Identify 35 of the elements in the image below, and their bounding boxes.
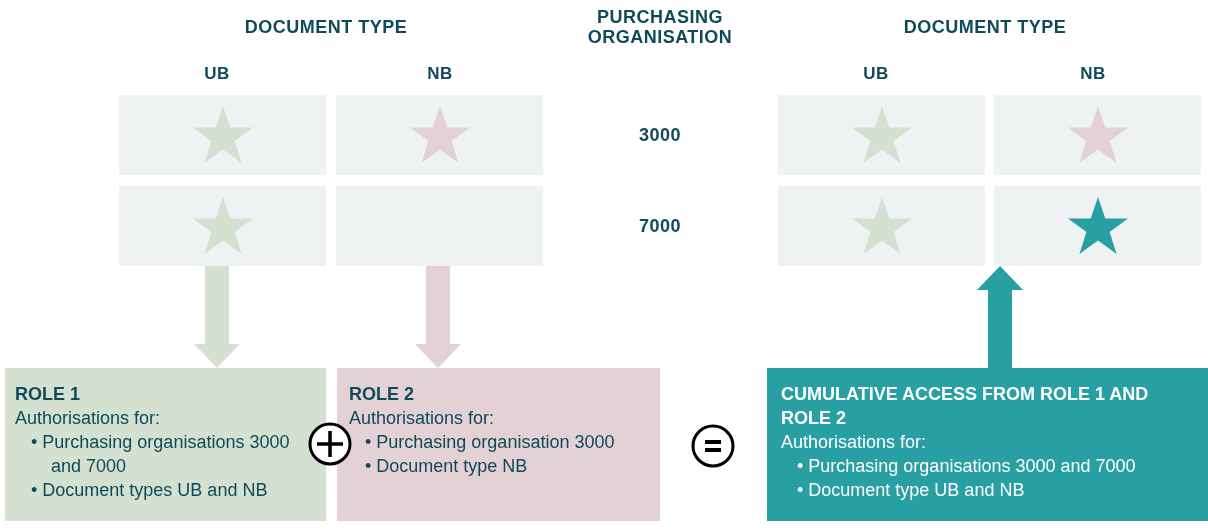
- role-title: ROLE 1: [15, 383, 81, 406]
- role-title: CUMULATIVE ACCESS FROM ROLE 1 AND ROLE 2: [781, 383, 1150, 430]
- axis-label: NB: [1080, 64, 1106, 84]
- block-arrow: [415, 266, 461, 368]
- role-box: [337, 368, 660, 521]
- role-box: [767, 368, 1208, 521]
- role-box: [5, 368, 326, 521]
- role-subtitle: Authorisations for:: [781, 431, 928, 454]
- bullet-item: • Document types UB and NB: [31, 479, 269, 502]
- bullet-item: • Document type UB and NB: [797, 479, 1026, 502]
- axis-label: UB: [204, 64, 230, 84]
- axis-label: 7000: [639, 216, 681, 236]
- column-heading: PURCHASING ORGANISATION: [586, 7, 734, 47]
- bullet-item: • Purchasing organisation 3000: [365, 431, 616, 454]
- grid-cell: [336, 186, 543, 266]
- grid-cell: [119, 186, 326, 266]
- column-heading: DOCUMENT TYPE: [903, 17, 1067, 37]
- axis-label: 3000: [639, 125, 681, 145]
- role-subtitle: Authorisations for:: [349, 407, 496, 430]
- grid-cell: [994, 186, 1201, 266]
- grid-cell: [994, 95, 1201, 175]
- role-title: ROLE 2: [349, 383, 415, 406]
- bullet-item: • Document type NB: [365, 455, 529, 478]
- column-heading: DOCUMENT TYPE: [244, 17, 408, 37]
- bullet-item: • Purchasing organisations 3000 and 7000: [797, 455, 1137, 478]
- role-subtitle: Authorisations for:: [15, 407, 162, 430]
- block-arrow: [977, 266, 1023, 368]
- grid-cell: [119, 95, 326, 175]
- grid-cell: [336, 95, 543, 175]
- block-arrow: [194, 266, 240, 368]
- grid-cell: [778, 186, 985, 266]
- axis-label: NB: [427, 64, 453, 84]
- axis-label: UB: [863, 64, 889, 84]
- bullet-item: • Purchasing organisations 3000 and 7000: [31, 431, 291, 478]
- grid-cell: [778, 95, 985, 175]
